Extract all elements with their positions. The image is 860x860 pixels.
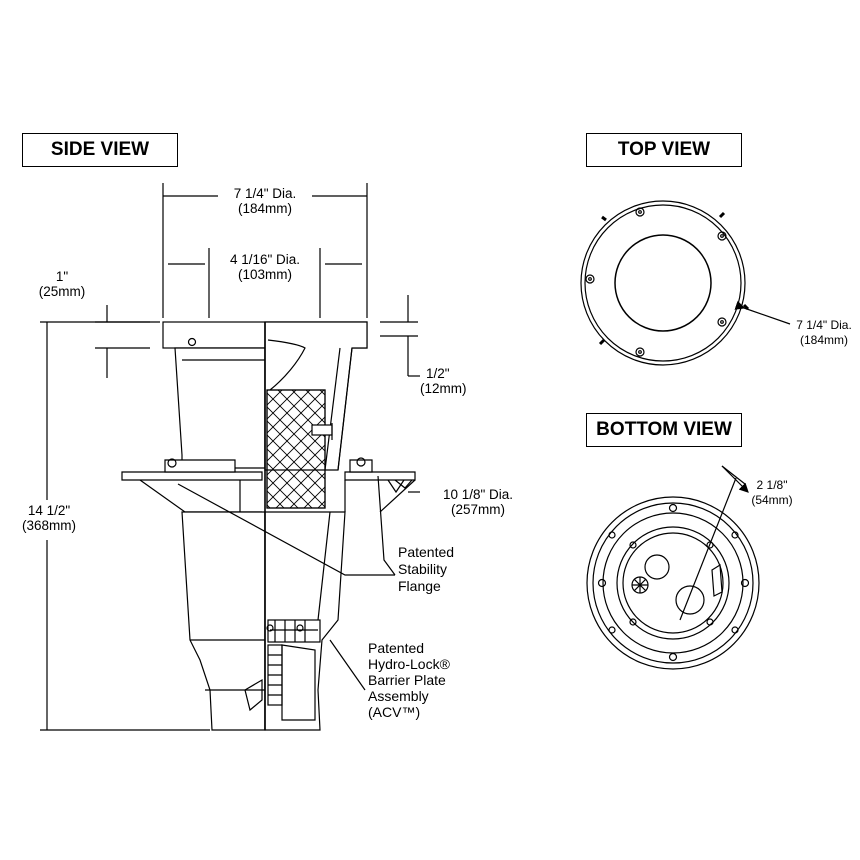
- stability-flange-callout: Patented Stability Flange: [398, 544, 454, 595]
- overall-dia-metric: (184mm): [237, 201, 292, 216]
- height-dimension: 14 1/2" (368mm): [14, 503, 84, 533]
- bottom-dia-dimension: 2 1/8" (54mm): [742, 478, 802, 508]
- top-dia-imperial: 7 1/4" Dia.: [796, 318, 852, 332]
- inner-dia-imperial: 4 1/16" Dia.: [229, 252, 301, 267]
- flange-callout-line-3: Flange: [398, 578, 441, 594]
- overall-dia-imperial: 7 1/4" Dia.: [233, 186, 297, 201]
- top-dia-dimension: 7 1/4" Dia. (184mm): [790, 318, 858, 348]
- barrier-callout-line-2: Hydro-Lock®: [368, 656, 450, 672]
- height-imperial: 14 1/2": [27, 503, 71, 518]
- lip-metric: (25mm): [38, 284, 86, 299]
- flange-dia-imperial: 10 1/8" Dia.: [442, 487, 514, 502]
- top-dia-metric: (184mm): [799, 333, 848, 347]
- barrier-callout-line-1: Patented: [368, 640, 425, 656]
- inner-dia-metric: (103mm): [237, 267, 292, 282]
- flange-dia-metric: (257mm): [450, 502, 505, 517]
- bottom-dia-imperial: 2 1/8": [756, 478, 788, 492]
- top-view-title: TOP VIEW: [586, 133, 742, 167]
- lip-dimension: 1" (25mm): [24, 269, 100, 299]
- side-view-title: SIDE VIEW: [22, 133, 178, 167]
- bottom-view-drawing: [586, 465, 760, 670]
- height-metric: (368mm): [21, 518, 76, 533]
- rim-metric: (12mm): [420, 381, 467, 396]
- lip-imperial: 1": [55, 269, 69, 284]
- barrier-plate-callout: Patented Hydro-Lock® Barrier Plate Assem…: [368, 640, 450, 720]
- flange-callout-line-2: Stability: [398, 561, 448, 577]
- barrier-callout-line-5: (ACV™): [368, 704, 421, 720]
- top-view-drawing: [580, 200, 791, 366]
- flange-dia-dimension: 10 1/8" Dia. (257mm): [422, 487, 534, 517]
- barrier-callout-line-4: Assembly: [368, 688, 429, 704]
- overall-dia-dimension: 7 1/4" Dia. (184mm): [222, 186, 308, 216]
- bottom-view-title: BOTTOM VIEW: [586, 413, 742, 447]
- barrier-callout-line-3: Barrier Plate: [368, 672, 446, 688]
- rim-imperial: 1/2": [426, 366, 450, 381]
- side-view-drawing: [40, 183, 420, 731]
- flange-callout-line-1: Patented: [398, 544, 455, 560]
- inner-dia-dimension: 4 1/16" Dia. (103mm): [213, 252, 317, 282]
- rim-dimension: 1/2" (12mm): [420, 366, 467, 396]
- bottom-dia-metric: (54mm): [751, 493, 793, 507]
